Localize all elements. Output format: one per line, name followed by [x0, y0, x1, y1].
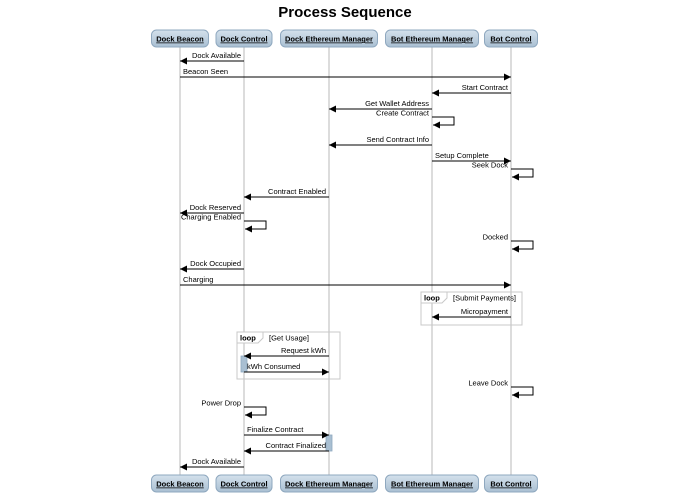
- message-dock-available: Dock Available: [180, 457, 244, 471]
- message-get-wallet-address: Get Wallet Address: [329, 99, 432, 113]
- loop-frame: [236, 331, 341, 380]
- participant-box-dem-bottom: [280, 474, 378, 493]
- participant-label-beacon-bottom: Dock Beacon: [156, 480, 204, 489]
- participant-box-bem-bottom: [385, 474, 479, 493]
- message-contract-finalized: Contract Finalized: [244, 441, 329, 455]
- participant-label-bot-top: Bot Control: [490, 35, 531, 44]
- message-seek-dock: Seek Dock: [472, 161, 534, 181]
- participant-box-dem-top: [280, 29, 378, 48]
- participant-box-beacon-bottom: [151, 474, 209, 493]
- message-kwh-consumed: kWh Consumed: [244, 362, 329, 376]
- message-start-contract: Start Contract: [432, 83, 511, 97]
- participant-label-dem-bottom: Dock Ethereum Manager: [285, 480, 373, 489]
- participant-label-control-top: Dock Control: [220, 35, 267, 44]
- message-label: Get Wallet Address: [365, 99, 429, 108]
- message-label: Micropayment: [461, 307, 509, 316]
- message-label: Contract Enabled: [268, 187, 326, 196]
- message-label: Dock Available: [192, 51, 241, 60]
- message-dock-available: Dock Available: [180, 51, 244, 65]
- message-create-contract: Create Contract: [376, 109, 455, 129]
- message-label: Dock Occupied: [190, 259, 241, 268]
- participant-box-bem-top: [385, 29, 479, 48]
- message-label: Setup Complete: [435, 151, 489, 160]
- participant-label-bem-bottom: Bot Ethereum Manager: [391, 480, 473, 489]
- message-label: Power Drop: [201, 399, 241, 408]
- message-label: Contract Finalized: [266, 441, 326, 450]
- message-charging-enabled: Charging Enabled: [181, 213, 267, 233]
- message-label: Dock Reserved: [190, 203, 241, 212]
- participant-box-control-top: [215, 29, 273, 48]
- message-dock-reserved: Dock Reserved: [180, 203, 244, 217]
- loop-condition: [Get Usage]: [269, 334, 309, 343]
- participant-box-control-bottom: [215, 474, 273, 493]
- loop-condition: [Submit Payments]: [453, 294, 516, 303]
- participant-label-beacon-top: Dock Beacon: [156, 35, 204, 44]
- message-label: Seek Dock: [472, 161, 509, 170]
- participant-box-bot-bottom: [484, 474, 538, 493]
- message-request-kwh: Request kWh: [244, 346, 329, 360]
- lifelines: [179, 47, 512, 475]
- message-label: Finalize Contract: [247, 425, 304, 434]
- participant-label-dem-top: Dock Ethereum Manager: [285, 35, 373, 44]
- message-label: Docked: [483, 233, 508, 242]
- message-leave-dock: Leave Dock: [468, 379, 534, 399]
- message-beacon-seen: Beacon Seen: [180, 67, 511, 81]
- diagram-title: Process Sequence: [278, 4, 411, 21]
- message-docked: Docked: [483, 233, 534, 253]
- message-label: Dock Available: [192, 457, 241, 466]
- message-label: Leave Dock: [468, 379, 508, 388]
- participant-box-beacon-top: [151, 29, 209, 48]
- message-label: Create Contract: [376, 109, 430, 118]
- message-contract-enabled: Contract Enabled: [244, 187, 329, 201]
- message-label: Charging Enabled: [181, 213, 241, 222]
- message-label: Beacon Seen: [183, 67, 228, 76]
- loop-keyword: loop: [240, 334, 256, 343]
- message-send-contract-info: Send Contract Info: [329, 135, 432, 149]
- loop-keyword: loop: [424, 294, 440, 303]
- loop-tab: [236, 331, 264, 344]
- message-label: kWh Consumed: [247, 362, 300, 371]
- message-micropayment: Micropayment: [432, 307, 511, 321]
- message-setup-complete: Setup Complete: [432, 151, 511, 165]
- activation-bar: [325, 434, 333, 452]
- participant-label-bem-top: Bot Ethereum Manager: [391, 35, 473, 44]
- message-label: Charging: [183, 275, 213, 284]
- message-charging: Charging: [180, 275, 511, 289]
- loop-frame: [420, 291, 523, 326]
- message-label: Send Contract Info: [366, 135, 429, 144]
- message-dock-occupied: Dock Occupied: [180, 259, 244, 273]
- message-label: Start Contract: [462, 83, 509, 92]
- participant-box-bot-top: [484, 29, 538, 48]
- participant-label-control-bottom: Dock Control: [220, 480, 267, 489]
- message-finalize-contract: Finalize Contract: [244, 425, 329, 439]
- loop-tab: [420, 291, 448, 304]
- message-label: Request kWh: [281, 346, 326, 355]
- loop-frames: loop [Submit Payments] loop [Get Usage]: [236, 291, 523, 380]
- message-power-drop: Power Drop: [201, 399, 267, 419]
- participant-label-bot-bottom: Bot Control: [490, 480, 531, 489]
